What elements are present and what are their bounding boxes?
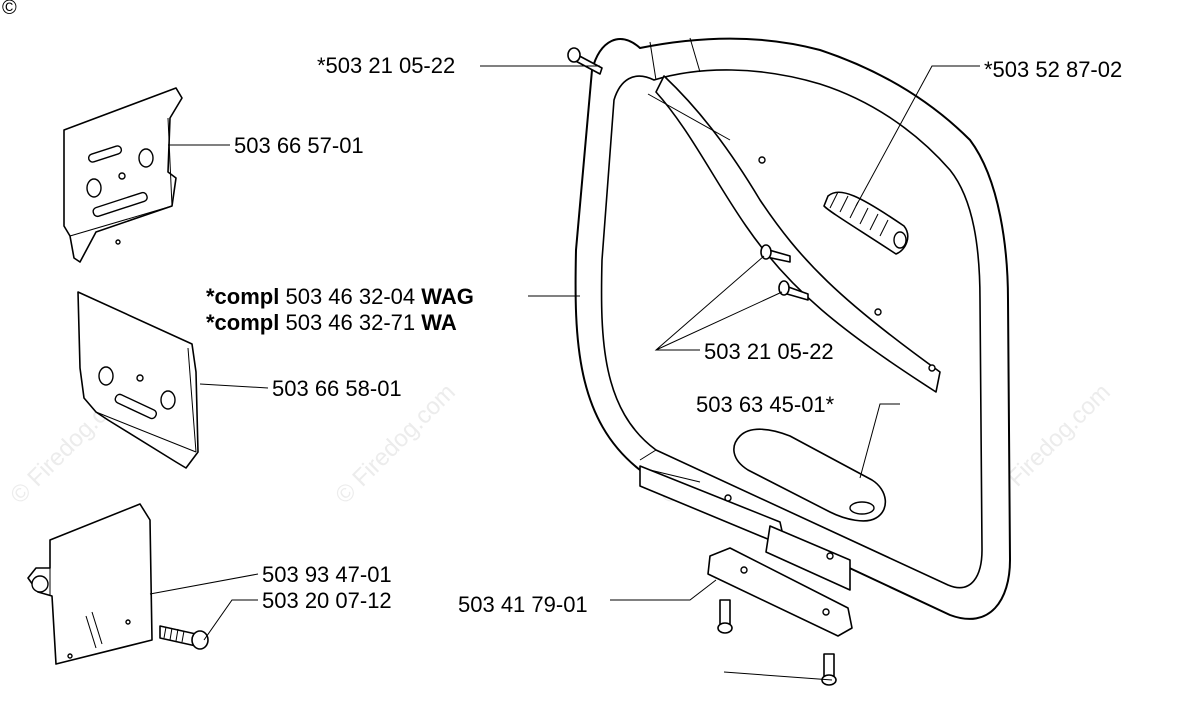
handle-wag-suffix: WAG (421, 284, 474, 309)
guard-plate-drawing (27, 503, 209, 665)
label-handle-wa: *compl 503 46 32-71 WA (206, 310, 457, 335)
guide-plate-2-drawing (77, 291, 199, 469)
label-bolts-middle: 503 21 05-22 (704, 339, 834, 364)
label-handle-wag: *compl 503 46 32-04 WAG (206, 284, 474, 309)
label-guard-screw: 503 20 07-12 (262, 588, 392, 613)
front-handle-drawing (567, 37, 1011, 686)
label-bolt-top: *503 21 05-22 (317, 53, 455, 78)
label-grip-cover: 503 63 45-01* (696, 392, 835, 417)
label-clamp-plate: 503 41 79-01 (458, 592, 588, 617)
label-guide-plate-1: 503 66 57-01 (234, 133, 364, 158)
handle-wa-suffix: WA (421, 310, 457, 335)
handle-wag-number: 503 46 32-04 (285, 284, 415, 309)
handle-wa-number: 503 46 32-71 (285, 310, 415, 335)
label-antivibration-spring: *503 52 87-02 (984, 57, 1122, 82)
guide-plate-1-drawing (63, 87, 183, 263)
label-guide-plate-2: 503 66 58-01 (272, 376, 402, 401)
part-labels: *503 21 05-22 *503 52 87-02 503 66 57-01… (206, 53, 1122, 617)
handle-wa-prefix: *compl (206, 310, 279, 335)
handle-wag-prefix: *compl (206, 284, 279, 309)
label-guard-plate: 503 93 47-01 (262, 562, 392, 587)
copyright-mark: © (2, 0, 17, 19)
leader-lines (149, 65, 980, 681)
